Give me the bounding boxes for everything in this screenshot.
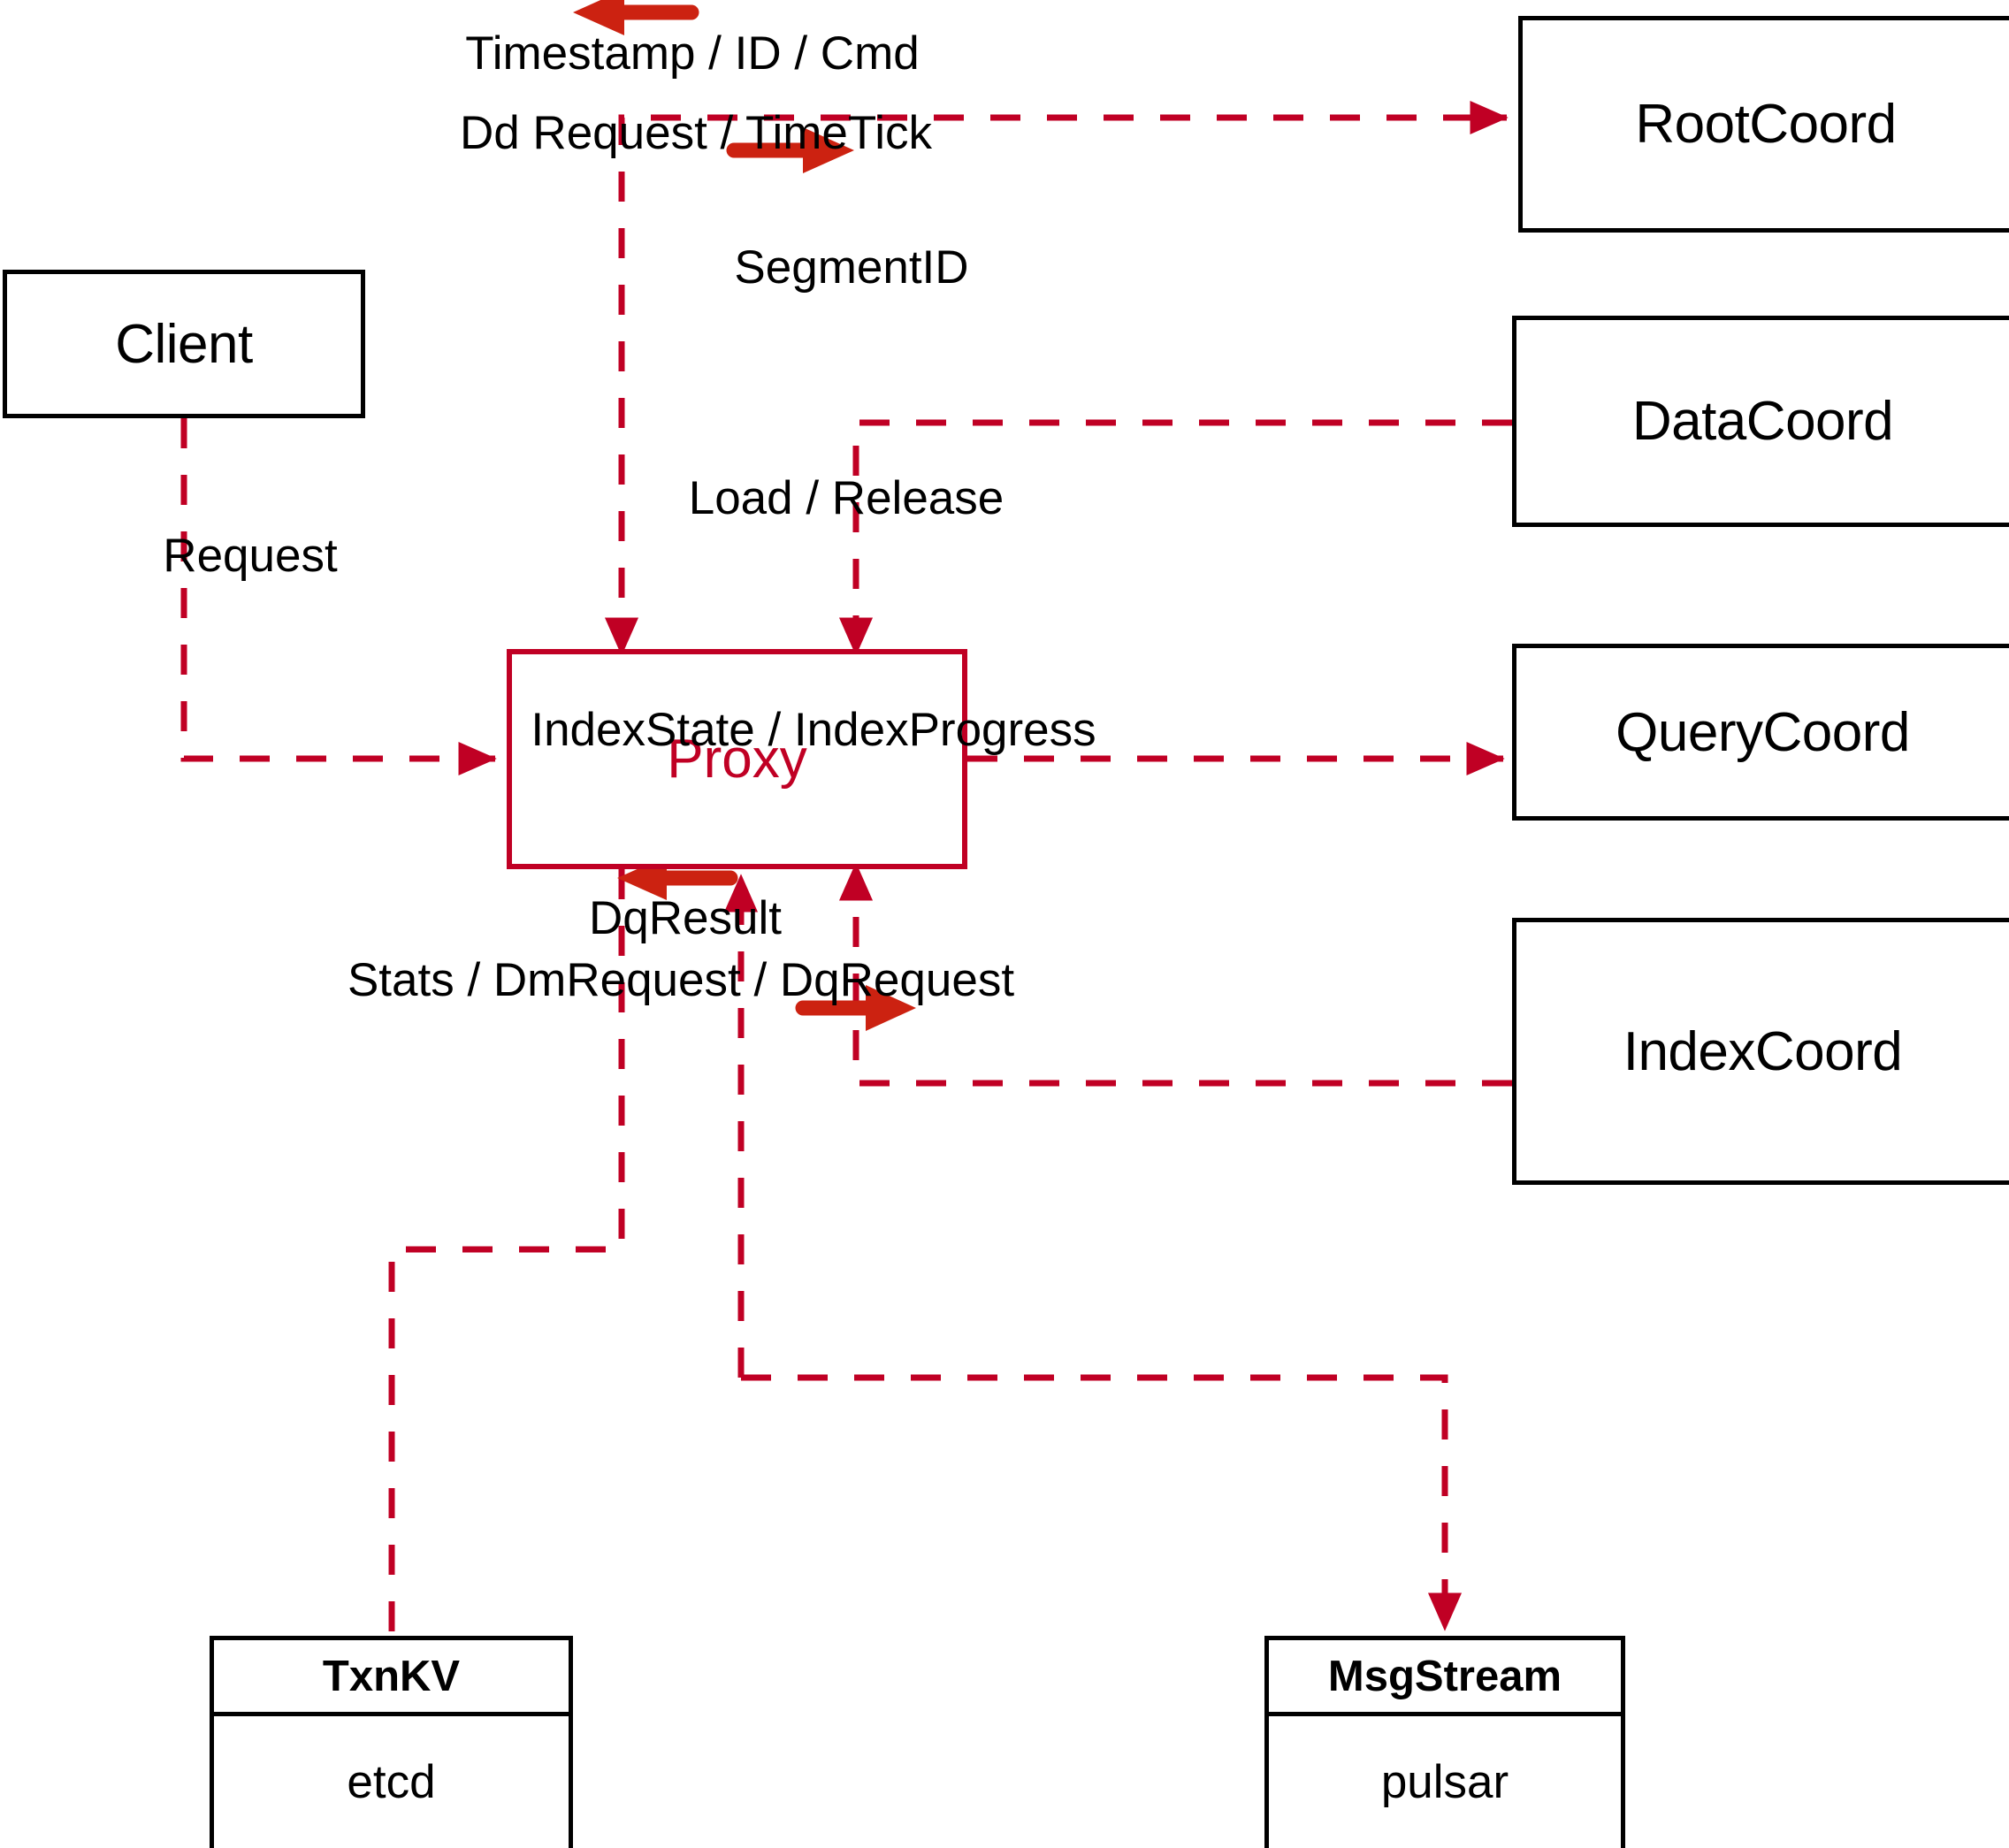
node-msgstream-body-label: pulsar bbox=[1380, 1756, 1509, 1808]
node-datacoord[interactable]: DataCoord bbox=[1512, 316, 2009, 527]
node-txnkv-header-label: TxnKV bbox=[322, 1652, 461, 1700]
node-txnkv-body: etcd bbox=[214, 1716, 569, 1848]
edge-label-stats-dmrequest-dqrequest: Stats / DmRequest / DqRequest bbox=[347, 954, 1015, 1006]
node-indexcoord[interactable]: IndexCoord bbox=[1512, 918, 2009, 1185]
node-indexcoord-label: IndexCoord bbox=[1623, 1020, 1903, 1082]
node-querycoord-label: QueryCoord bbox=[1616, 701, 1910, 763]
node-querycoord[interactable]: QueryCoord bbox=[1512, 644, 2009, 821]
node-txnkv[interactable]: TxnKV etcd bbox=[210, 1636, 573, 1848]
edge-client-to-proxy bbox=[180, 418, 497, 776]
solid-arrow-dd-request-timetick bbox=[726, 127, 854, 173]
node-client[interactable]: Client bbox=[3, 270, 365, 418]
edge-proxy-to-rootcoord bbox=[604, 100, 1509, 656]
node-rootcoord-label: RootCoord bbox=[1635, 94, 1897, 155]
node-client-label: Client bbox=[115, 313, 253, 375]
node-msgstream-body: pulsar bbox=[1269, 1716, 1621, 1848]
edge-label-dqresult: DqResult bbox=[589, 892, 782, 944]
node-msgstream[interactable]: MsgStream pulsar bbox=[1264, 1636, 1625, 1848]
edge-label-segmentid: SegmentID bbox=[734, 241, 969, 294]
solid-arrow-dqrequest bbox=[795, 985, 916, 1031]
node-datacoord-label: DataCoord bbox=[1631, 391, 1894, 452]
node-rootcoord[interactable]: RootCoord bbox=[1518, 16, 2009, 233]
edge-proxy-to-txnkv bbox=[388, 869, 625, 1636]
edge-label-dd-request-timetick: Dd Request / TimeTick bbox=[459, 107, 933, 159]
node-proxy[interactable]: Proxy bbox=[507, 649, 967, 869]
edge-proxy-to-msgstream bbox=[723, 874, 1463, 1631]
edge-datacoord-to-proxy bbox=[838, 419, 1512, 656]
node-txnkv-header: TxnKV bbox=[214, 1640, 569, 1716]
node-msgstream-header: MsgStream bbox=[1269, 1640, 1621, 1716]
edge-label-request: Request bbox=[163, 530, 338, 582]
edge-label-indexstate-indexprogress: IndexState / IndexProgress bbox=[531, 704, 1096, 756]
edge-indexcoord-to-proxy bbox=[838, 862, 1512, 1087]
edge-label-load-release: Load / Release bbox=[688, 472, 1004, 524]
node-txnkv-body-label: etcd bbox=[347, 1756, 436, 1808]
node-proxy-label: Proxy bbox=[667, 729, 807, 790]
edge-label-timestamp-id-cmd: Timestamp / ID / Cmd bbox=[465, 27, 920, 80]
node-msgstream-header-label: MsgStream bbox=[1327, 1652, 1562, 1700]
solid-arrow-timestamp-id-cmd bbox=[573, 0, 699, 35]
